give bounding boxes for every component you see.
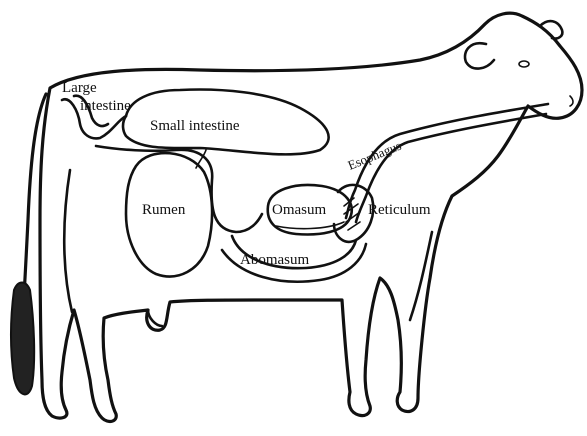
- label-reticulum: Reticulum: [368, 202, 431, 218]
- rear-leg-line: [64, 170, 72, 312]
- cow-udder: [148, 310, 162, 326]
- cow-ear: [465, 43, 494, 68]
- label-large-intestine-1: Large: [62, 80, 97, 96]
- label-esophagus: Esophagus: [346, 138, 404, 173]
- intestine-tube: [96, 146, 262, 232]
- label-small-intestine: Small intestine: [150, 118, 240, 134]
- label-abomasum: Abomasum: [240, 252, 309, 268]
- cow-eye: [519, 61, 529, 67]
- label-omasum: Omasum: [272, 202, 326, 218]
- tail-switch: [11, 283, 34, 395]
- label-rumen: Rumen: [142, 202, 186, 218]
- label-large-intestine-2: intestine: [80, 98, 131, 114]
- cow-nostril: [570, 96, 573, 106]
